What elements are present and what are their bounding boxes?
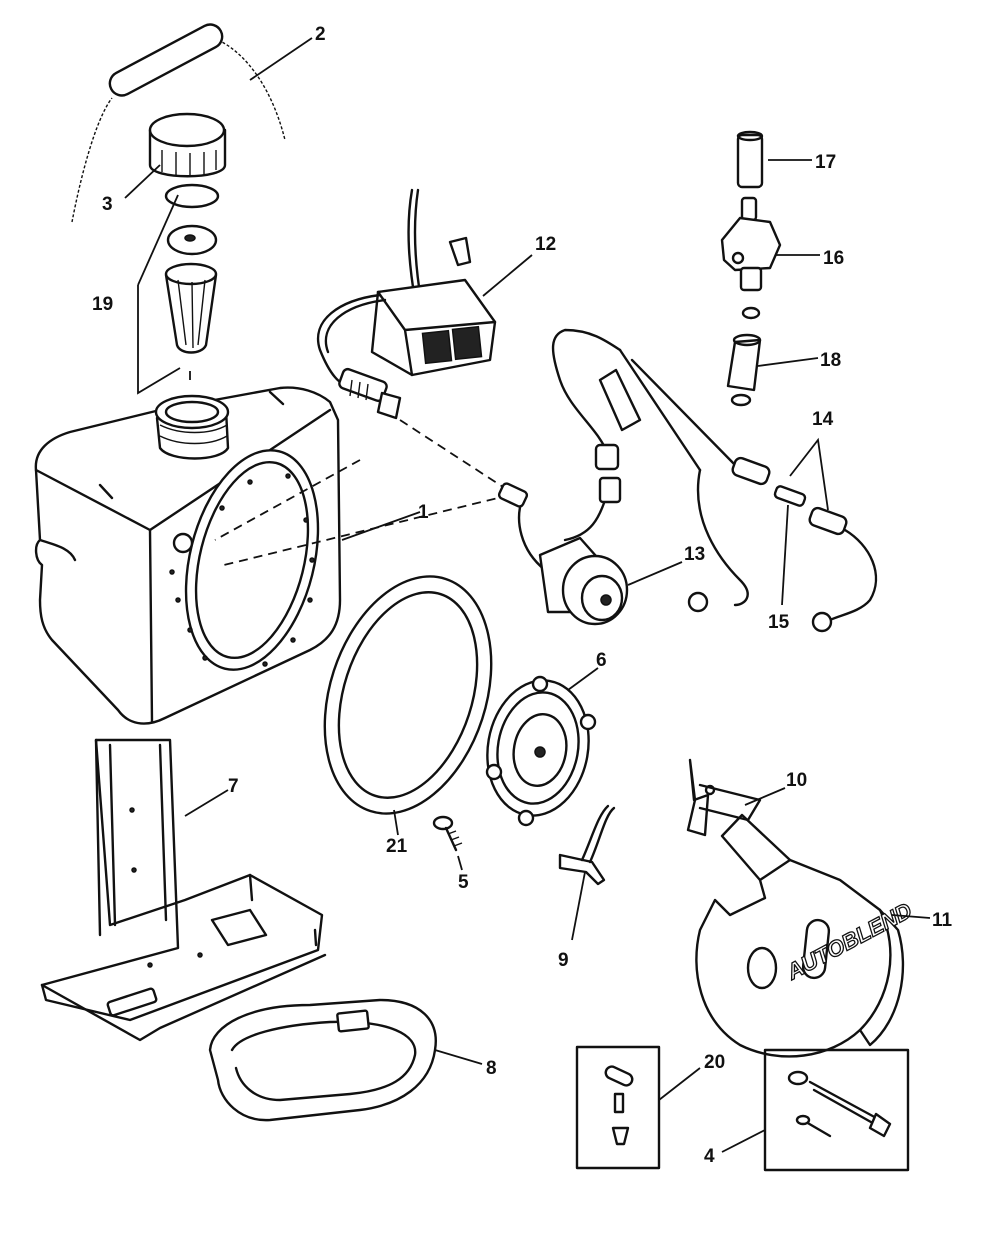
callout-20: 20 — [704, 1052, 725, 1073]
part-14-wire-harness — [551, 328, 878, 633]
part-4-fastener-kit — [721, 1048, 910, 1172]
callout-8: 8 — [486, 1058, 497, 1079]
callout-11: 11 — [932, 910, 953, 931]
callout-4: 4 — [704, 1146, 715, 1167]
callout-10: 10 — [786, 770, 807, 791]
callout-labels: 2 3 19 12 17 16 18 14 1 13 15 6 7 10 21 … — [92, 24, 953, 1167]
part-12-sensor — [317, 188, 533, 420]
callout-1: 1 — [418, 502, 429, 523]
part-16-check-valve — [720, 196, 820, 320]
part-3-filler-cap — [148, 112, 227, 178]
callout-15: 15 — [768, 612, 790, 633]
callout-12: 12 — [535, 234, 556, 255]
part-11-cover: AUTOBLEND — [695, 813, 931, 1058]
callout-17: 17 — [815, 152, 836, 173]
part-19-filter-kit — [137, 183, 220, 395]
part-21-gasket — [323, 575, 493, 836]
callout-21: 21 — [386, 836, 408, 857]
callout-19: 19 — [92, 294, 113, 315]
part-17-hose-sleeve — [736, 130, 812, 189]
part-8-strap — [208, 998, 483, 1122]
callout-16: 16 — [823, 248, 844, 269]
part-7-tank-bracket — [40, 738, 327, 1042]
part-10-bracket — [686, 758, 786, 837]
part-18-fuel-hose — [726, 333, 819, 407]
callout-7: 7 — [228, 776, 239, 797]
callout-13: 13 — [684, 544, 705, 565]
alignment-lines — [189, 368, 521, 567]
callout-5: 5 — [458, 872, 469, 893]
callout-3: 3 — [102, 194, 113, 215]
callout-9: 9 — [558, 950, 569, 971]
callout-2: 2 — [315, 24, 326, 45]
part-5-screw — [432, 815, 463, 871]
callout-18: 18 — [820, 350, 841, 371]
part-20-hardware-kit — [575, 1045, 701, 1170]
part-6-diaphragm-cover — [485, 667, 599, 827]
callout-14: 14 — [812, 409, 834, 430]
part-9-clip — [558, 804, 616, 941]
part-13-switch — [497, 476, 683, 626]
callout-6: 6 — [596, 650, 607, 671]
part-2-cap-strap — [71, 23, 286, 223]
part-1-tank — [34, 386, 421, 725]
